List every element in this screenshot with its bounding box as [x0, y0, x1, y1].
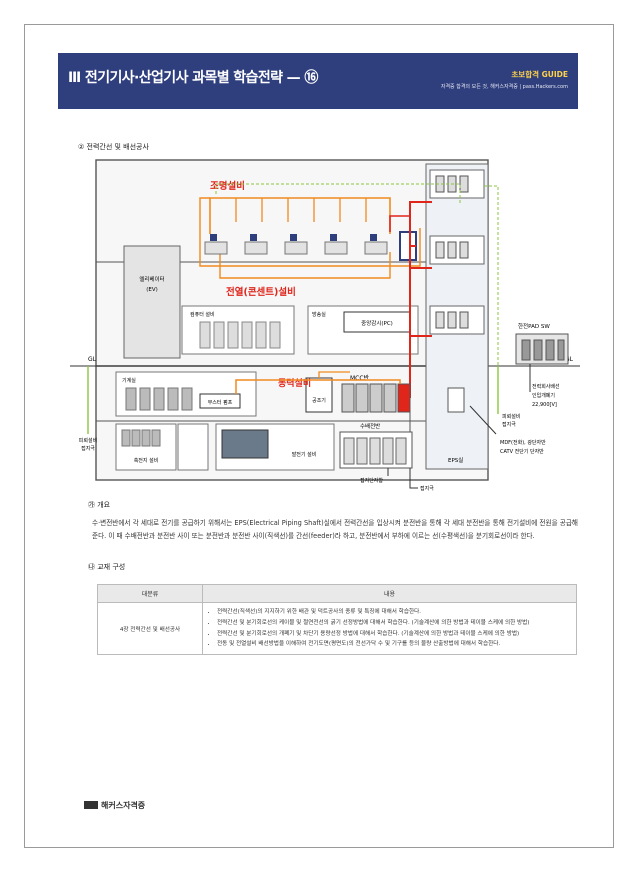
page-title: Ⅲ 전기기사·산업기사 과목별 학습전략 — ⑯: [68, 70, 318, 86]
building-electrical-diagram: GL GL EPS실 엘리베이터(EV) 컴퓨터 설비 방송실 중앙감시(PC)…: [70, 159, 580, 492]
footer-logo-text: 해커스자격증: [101, 801, 146, 810]
overview-heading: ㉮ 개요: [88, 501, 111, 509]
ground-electrode-label: 접지극: [420, 485, 434, 492]
mcc-label: MCC반: [350, 374, 370, 382]
list-item: 전력간선 및 분기회로선의 케이블 및 절연전선의 굵기 선정방법에 대해서 학…: [217, 618, 571, 629]
computer-room-label: 컴퓨터 설비: [190, 311, 215, 318]
guide-label: 초보합격 GUIDE: [511, 70, 568, 79]
section-heading: ② 전력간선 및 배선공사: [78, 143, 149, 151]
logo-mark-icon: [84, 801, 98, 809]
gl-right-label: GL: [565, 356, 574, 363]
broadcast-label: 방송실: [312, 311, 326, 318]
table-header-category: 대분류: [97, 584, 203, 603]
list-item: 전력간선 및 분기회로선의 개폐기 및 차단기 용량선정 방법에 대해서 학습한…: [217, 629, 571, 640]
list-item: 전력간선(직색선)의 지지하기 위한 배관 및 덕트공사의 종류 및 특징에 대…: [217, 607, 571, 618]
central-monitor-label: 중앙감시(PC): [361, 319, 393, 327]
curriculum-table: 대분류 내용 4장 전력간선 및 배선공사 전력간선(직색선)의 지지하기 위한…: [97, 584, 577, 656]
power-label: 동력설비: [278, 377, 311, 389]
table-header-content: 내용: [202, 584, 577, 603]
office-desks: [204, 234, 388, 255]
footer-logo: 해커스자격증: [84, 800, 145, 811]
eps-label: EPS실: [448, 456, 463, 464]
pad-switch-label: 한전PAD SW: [518, 322, 550, 330]
booster-pump-label: 부스터 펌프: [208, 399, 233, 406]
header-banner: Ⅲ 전기기사·산업기사 과목별 학습전략 — ⑯ 초보합격 GUIDE 자격증 …: [58, 53, 578, 109]
machine-room-label: 기계실: [122, 377, 136, 384]
receiving-panel-label: 수배전반: [360, 422, 380, 430]
header-subtitle: 자격증 합격의 모든 것, 해커스자격증 | pass.Hackers.com: [440, 84, 568, 90]
lighting-label: 조명설비: [210, 180, 245, 192]
ground-terminal-label: 접지단자함: [360, 477, 383, 484]
table-cell-content: 전력간선(직색선)의 지지하기 위한 배관 및 덕트공사의 종류 및 특징에 대…: [202, 601, 577, 656]
composition-heading: ㉯ 교재 구성: [88, 563, 126, 571]
elevator-label: 엘리베이터(EV): [139, 275, 164, 293]
list-item: 전동 및 전열설비 배선방법을 이해하여 전기도면(평면도)의 전선가닥 수 및…: [217, 639, 571, 650]
air-handler-label: 공조기: [312, 397, 326, 404]
table-cell-category: 4장 전력간선 및 배선공사: [97, 601, 203, 656]
table-row: 4장 전력간선 및 배선공사 전력간선(직색선)의 지지하기 위한 배관 및 덕…: [97, 601, 577, 656]
gl-left-label: GL: [88, 356, 97, 363]
outlet-label: 전열(콘센트)설비: [226, 286, 296, 298]
overview-text: 수·변전반에서 각 세대로 전기를 공급하기 위해서는 EPS(Electric…: [92, 519, 578, 540]
battery-label: 축전지 설비: [134, 457, 159, 464]
generator-label: 발전기 설비: [292, 451, 317, 458]
